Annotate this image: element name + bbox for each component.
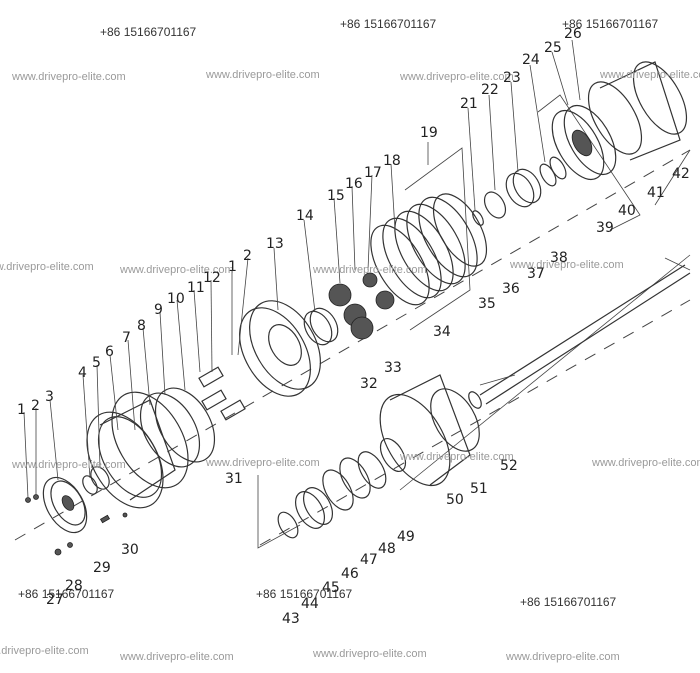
callout-43: 43: [282, 611, 300, 627]
callout-52: 52: [500, 458, 518, 474]
watermark-url: www.drivepro-elite.com: [505, 651, 620, 663]
callout-44: 44: [301, 596, 319, 612]
callout-16: 16: [345, 176, 363, 192]
callout-15: 15: [327, 188, 345, 204]
callout-19: 19: [420, 125, 438, 141]
callout-7: 7: [122, 330, 131, 346]
callout-8: 8: [137, 318, 146, 334]
callout-12: 12: [203, 270, 221, 286]
callout-9: 9: [154, 302, 163, 318]
callout-50: 50: [446, 492, 464, 508]
watermark-url: www.drivepro-elite.com: [312, 264, 427, 276]
watermark-url: www.drivepro-elite.com: [11, 71, 126, 83]
callout-48: 48: [378, 541, 396, 557]
motor-housing: [86, 387, 216, 509]
callout-41: 41: [647, 185, 665, 201]
callout-36: 36: [502, 281, 520, 297]
watermark-phone: +86 15166701167: [340, 17, 437, 31]
watermark-url: www.drivepro-elite.com: [0, 645, 89, 657]
watermark-url: www.drivepro-elite.com: [205, 457, 320, 469]
callout-6: 6: [105, 344, 114, 360]
callout-25: 25: [544, 40, 562, 56]
callout-30: 30: [121, 542, 139, 558]
callout-numbers: 1 2 3 4 5 6 7 8 9 10 11 12 1 2 13 14 15 …: [17, 26, 690, 627]
callout-39: 39: [596, 220, 614, 236]
callout-32: 32: [360, 376, 378, 392]
needle-bearing: [303, 307, 339, 346]
callout-35: 35: [478, 296, 496, 312]
callout-29: 29: [93, 560, 111, 576]
leader-lines: [23, 39, 581, 499]
callout-33: 33: [384, 360, 402, 376]
callout-5: 5: [92, 355, 101, 371]
callout-42: 42: [672, 166, 690, 182]
callout-45: 45: [322, 580, 340, 596]
watermark-url: www.drivepro-elite.com: [205, 69, 320, 81]
callout-13: 13: [266, 236, 284, 252]
callout-27: 27: [46, 592, 64, 608]
pistons: [198, 366, 246, 421]
callout-40: 40: [618, 203, 636, 219]
small-screws: [54, 512, 128, 556]
callout-21: 21: [460, 96, 478, 112]
bell-housing: [379, 374, 480, 487]
watermark-url: www.drivepro-elite.com: [11, 459, 126, 471]
callout-49: 49: [397, 529, 415, 545]
watermarks: +86 15166701167 +86 15166701167 +86 1516…: [0, 17, 700, 663]
carrier-plate: [239, 300, 321, 397]
callout-2b: 2: [243, 248, 252, 264]
watermark-phone: +86 15166701167: [18, 587, 115, 601]
friction-disc-pack: [370, 193, 488, 306]
watermark-url: www.drivepro-elite.com: [119, 651, 234, 663]
callout-28: 28: [65, 578, 83, 594]
ring-gear: [551, 105, 617, 180]
watermark-url: www.drivepro-elite.com: [119, 264, 234, 276]
callout-11: 11: [187, 280, 205, 296]
output-shaft: [468, 257, 691, 409]
callout-34: 34: [433, 324, 451, 340]
callout-31: 31: [225, 471, 243, 487]
callout-10: 10: [167, 291, 185, 307]
watermark-url: www.drivepro-elite.com: [312, 648, 427, 660]
watermark-url: www.drivepro-elite.com: [509, 259, 624, 271]
callout-51: 51: [470, 481, 488, 497]
callout-14: 14: [296, 208, 314, 224]
watermark-phone: +86 15166701167: [520, 595, 617, 609]
watermark-phone: +86 15166701167: [562, 17, 659, 31]
callout-17: 17: [364, 165, 382, 181]
callout-37: 37: [527, 266, 545, 282]
callout-24: 24: [522, 52, 540, 68]
callout-22: 22: [481, 82, 499, 98]
bearings-and-rings: [472, 156, 567, 226]
watermark-url: www.drivepro-elite.com: [599, 69, 700, 81]
callout-1b: 1: [228, 259, 237, 275]
bolt-set-left: [25, 494, 39, 503]
watermark-url: www.drivepro-elite.com: [399, 71, 514, 83]
planet-gears: [328, 272, 395, 340]
watermark-phone: +86 15166701167: [100, 25, 197, 39]
callout-3: 3: [45, 389, 54, 405]
hub-drum: [587, 61, 688, 161]
callout-26: 26: [564, 26, 582, 42]
callout-4: 4: [78, 365, 87, 381]
callout-46: 46: [341, 566, 359, 582]
watermark-url: www.drivepro-elite.com: [0, 261, 94, 273]
watermark-phone: +86 15166701167: [256, 587, 353, 601]
watermark-url: www.drivepro-elite.com: [591, 457, 700, 469]
end-cover: [42, 476, 88, 534]
callout-18: 18: [383, 153, 401, 169]
callout-38: 38: [550, 250, 568, 266]
callout-2: 2: [31, 398, 40, 414]
callout-1: 1: [17, 402, 26, 418]
callout-47: 47: [360, 552, 378, 568]
seal-rings-lower: [277, 438, 407, 539]
callout-23: 23: [503, 70, 521, 86]
watermark-url: www.drivepro-elite.com: [399, 451, 514, 463]
